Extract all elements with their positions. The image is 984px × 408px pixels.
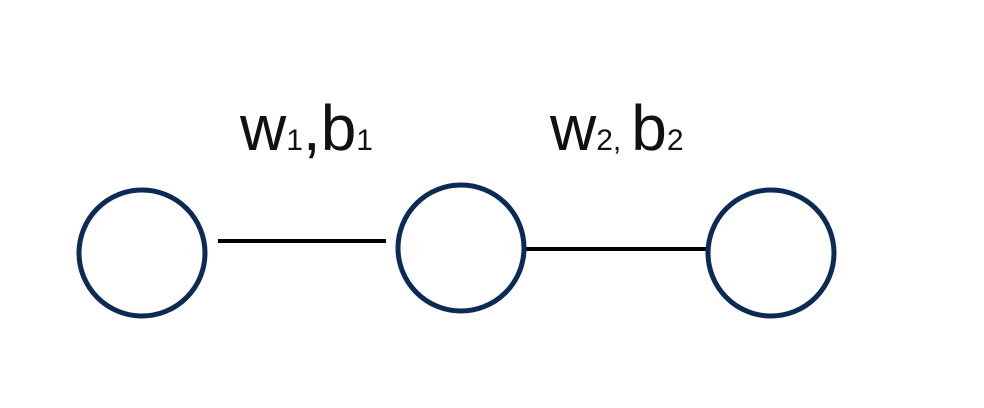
edge-2-bias: b (631, 92, 667, 164)
node-2 (395, 182, 527, 314)
edge-2-bias-subscript: 2 (667, 124, 684, 157)
edge-1-bias: b (321, 92, 357, 164)
edge-1-bias-subscript: 1 (356, 124, 373, 157)
edge-2-weight-subscript: 2, (596, 124, 621, 157)
edge-2-weight: w (549, 92, 597, 164)
edge-1-weight: w (239, 92, 287, 164)
edge-1-weight-subscript: 1 (286, 124, 303, 157)
edge-2-label: w2, b2 (549, 92, 684, 164)
edge-1-label: w1,b1 (239, 92, 373, 164)
node-3 (705, 187, 837, 319)
edge-1-separator: , (303, 92, 321, 164)
node-1 (76, 187, 208, 319)
